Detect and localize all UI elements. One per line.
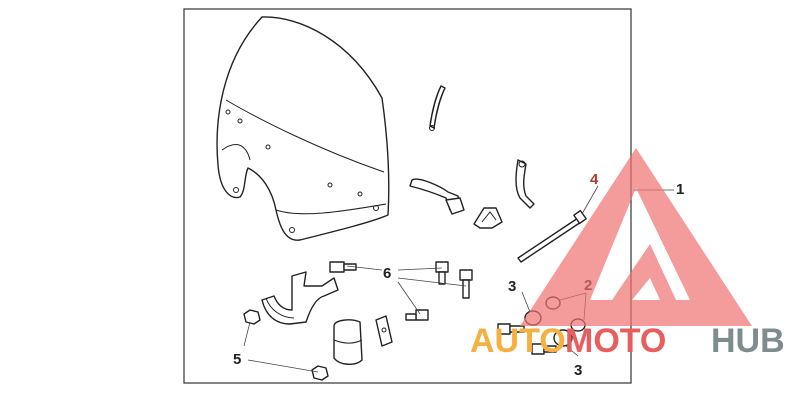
triangle-logo — [520, 148, 752, 326]
watermark-auto: AUTO — [470, 322, 566, 360]
small-plate-bracket — [375, 315, 393, 347]
bent-rod-bracket — [409, 178, 465, 215]
bolt — [405, 309, 429, 321]
callout-3-top: 3 — [508, 278, 516, 295]
bent-rod-right — [515, 159, 535, 209]
bolt-group-6 — [329, 261, 473, 321]
watermark-text: AUTO MOTO HUB — [470, 322, 785, 360]
long-bolt — [517, 209, 587, 263]
callout-5: 5 — [233, 351, 241, 368]
bolt — [329, 261, 357, 273]
clip-bracket — [473, 207, 503, 229]
bolt — [459, 269, 473, 299]
washer — [553, 329, 573, 347]
watermark-hub: HUB — [711, 322, 785, 360]
nut — [311, 365, 329, 381]
clamp-bracket-left — [261, 271, 339, 325]
callout-4: 4 — [590, 171, 599, 188]
callout-1: 1 — [676, 181, 684, 198]
bolt — [435, 261, 449, 285]
callout-6: 6 — [383, 265, 391, 282]
watermark-logo — [520, 148, 752, 326]
windscreen — [216, 16, 390, 241]
nut — [243, 309, 261, 325]
watermark-moto: MOTO — [565, 322, 666, 360]
nut-group-5 — [243, 309, 329, 381]
bolt — [497, 323, 525, 335]
clamp-bracket-middle — [333, 319, 363, 365]
bolt — [531, 343, 557, 355]
callout-3-bottom: 3 — [574, 362, 582, 379]
hook-rod — [429, 85, 446, 131]
